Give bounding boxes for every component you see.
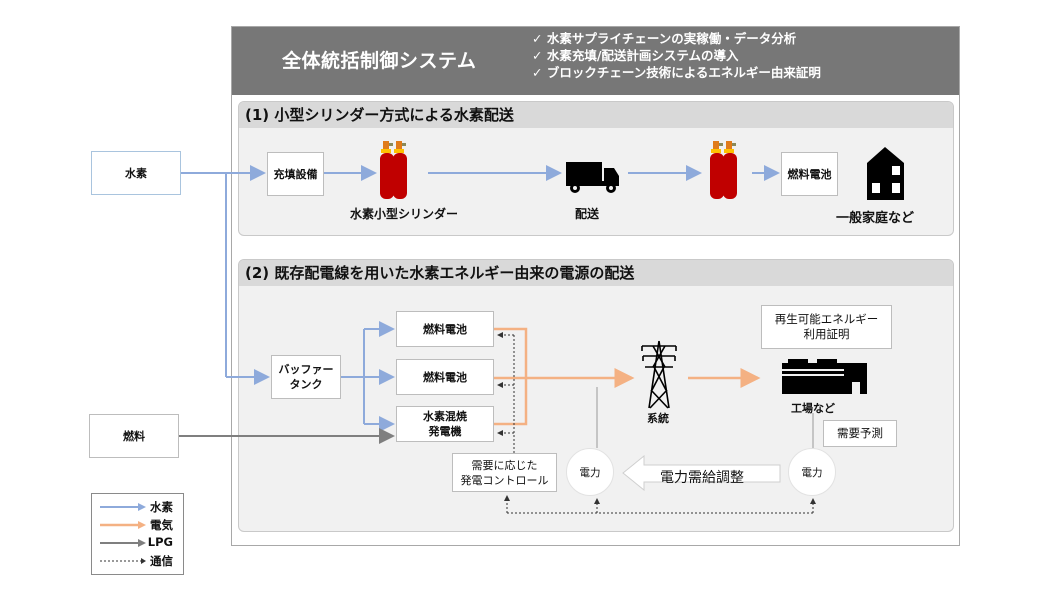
- electricity-arrow-icon: [100, 521, 146, 529]
- power-node-right[interactable]: 電力: [788, 448, 836, 496]
- section-1-title: (1) 小型シリンダー方式による水素配送: [239, 102, 953, 128]
- power-left-label: 電力: [579, 466, 601, 479]
- hydrogen-source-box[interactable]: 水素: [91, 151, 181, 195]
- filling-equipment-label: 充填設備: [273, 167, 318, 181]
- transmission-tower-icon: [641, 340, 677, 409]
- factory-label: 工場など: [791, 402, 835, 415]
- lpg-arrow-icon: [100, 539, 146, 547]
- generation-control-label: 需要に応じた 発電コントロール: [460, 458, 549, 487]
- hydrogen-flow-lines: [181, 165, 780, 432]
- fuel-cell-2-box[interactable]: 燃料電池: [396, 359, 494, 395]
- buffer-tank-label: バッファー タンク: [278, 363, 334, 391]
- renewable-cert-box[interactable]: 再生可能エネルギー 利用証明: [761, 305, 892, 349]
- section1-fuel-cell-label: 燃料電池: [787, 167, 832, 181]
- filling-equipment-box[interactable]: 充填設備: [267, 152, 324, 196]
- cylinder-label: 水素小型シリンダー: [350, 207, 459, 221]
- power-node-left[interactable]: 電力: [566, 448, 614, 496]
- fuel-source-box[interactable]: 燃料: [89, 414, 179, 458]
- factory-icon: [782, 359, 867, 394]
- renewable-cert-label: 再生可能エネルギー 利用証明: [774, 312, 879, 341]
- generation-control-box[interactable]: 需要に応じた 発電コントロール: [452, 453, 557, 492]
- hydrogen-arrow-icon: [100, 503, 146, 511]
- power-right-label: 電力: [801, 466, 823, 479]
- truck-icon: [566, 162, 619, 193]
- section-2-title: (2) 既存配電線を用いた水素エネルギー由来の電源の配送: [239, 260, 953, 286]
- system-header: [232, 27, 959, 95]
- legend-label-lpg: LPG: [147, 535, 173, 549]
- legend-item-electricity: 電気: [92, 516, 185, 534]
- cylinder-icon: [710, 141, 737, 199]
- feature-item: ✓ 水素サプライチェーンの実稼働・データ分析: [532, 31, 797, 46]
- hydrogen-generator-box[interactable]: 水素混焼 発電機: [396, 406, 494, 442]
- house-icon: [867, 147, 904, 200]
- electricity-flow-lines: [494, 327, 761, 426]
- delivery-label: 配送: [575, 207, 600, 221]
- legend-item-lpg: LPG: [92, 534, 185, 552]
- grid-label: 系統: [647, 412, 669, 425]
- cylinder-icon: [380, 141, 407, 199]
- hydrogen-generator-label: 水素混焼 発電機: [423, 410, 467, 438]
- feature-checklist: ✓ 水素サプライチェーンの実稼働・データ分析 ✓ 水素充填/配送計画システムの導…: [532, 30, 821, 81]
- fuel-cell-2-label: 燃料電池: [423, 370, 467, 384]
- legend: 水素 電気 LPG 通信: [91, 493, 184, 575]
- demand-forecast-label: 需要予測: [837, 426, 883, 440]
- demand-forecast-box[interactable]: 需要予測: [823, 420, 897, 447]
- communication-lines: [497, 332, 816, 514]
- feature-item: ✓ ブロックチェーン技術によるエネルギー由来証明: [532, 65, 821, 80]
- balancing-arrow: [622, 455, 781, 491]
- home-label: 一般家庭など: [836, 211, 915, 226]
- system-title: 全体統括制御システム: [282, 50, 477, 72]
- legend-label-electricity: 電気: [150, 518, 173, 532]
- section1-fuel-cell-box[interactable]: 燃料電池: [781, 152, 838, 196]
- buffer-tank-box[interactable]: バッファー タンク: [271, 355, 341, 399]
- hydrogen-source-label: 水素: [125, 166, 147, 180]
- communication-arrow-icon: [100, 558, 146, 564]
- balancing-label: 電力需給調整: [660, 470, 744, 486]
- legend-label-hydrogen: 水素: [150, 500, 173, 514]
- feature-item: ✓ 水素充填/配送計画システムの導入: [532, 48, 739, 63]
- fuel-cell-1-box[interactable]: 燃料電池: [396, 311, 494, 347]
- fuel-source-label: 燃料: [123, 429, 145, 443]
- legend-item-hydrogen: 水素: [92, 498, 185, 516]
- fc1-out: [494, 327, 528, 426]
- legend-item-communication: 通信: [92, 552, 185, 570]
- balancing-arrow-shape: [622, 455, 781, 491]
- fuel-cell-1-label: 燃料電池: [423, 322, 467, 336]
- legend-label-communication: 通信: [150, 554, 173, 568]
